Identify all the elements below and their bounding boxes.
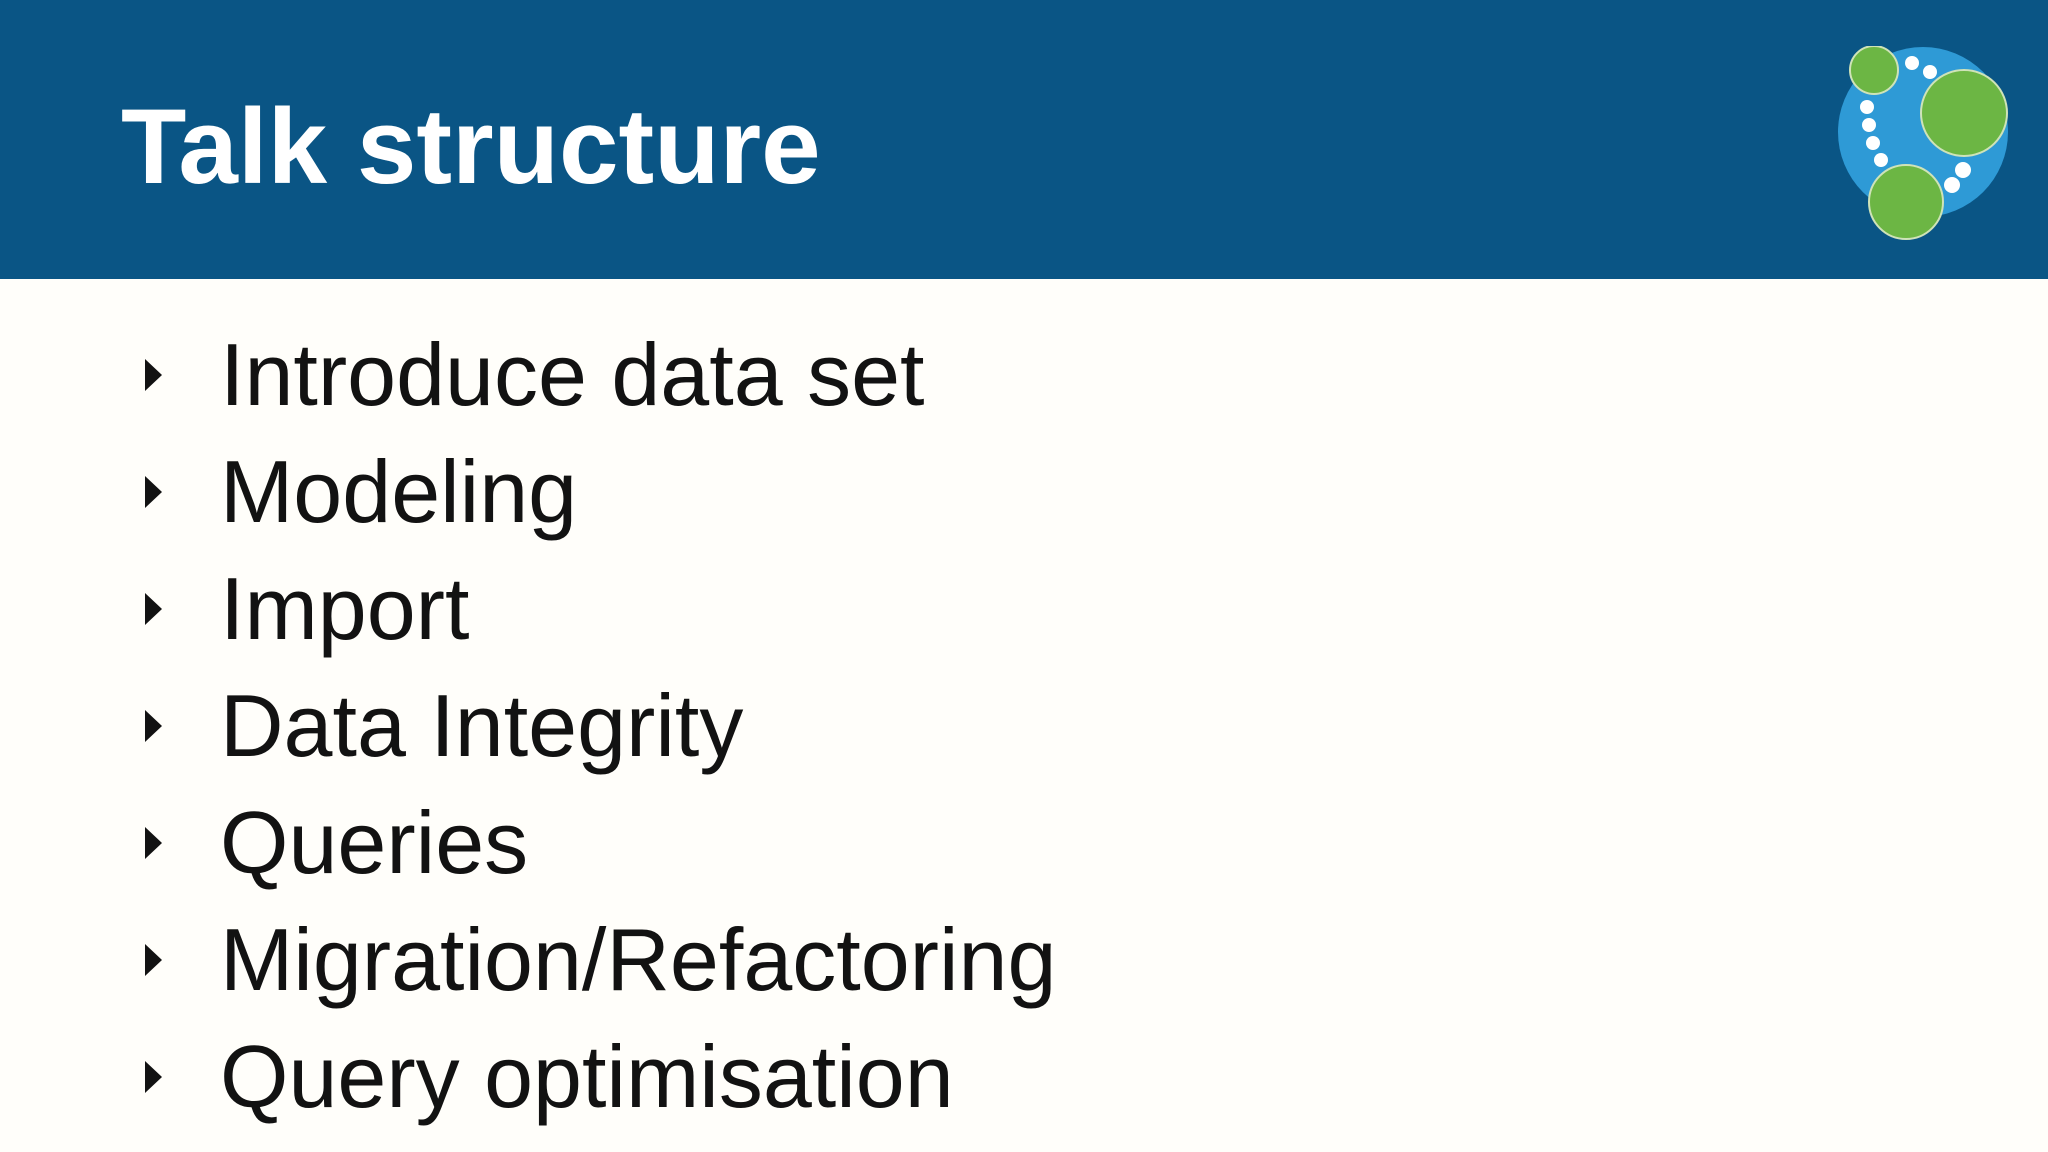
slide-title: Talk structure: [121, 86, 821, 206]
list-item: Import: [0, 550, 2048, 667]
list-item: Queries: [0, 784, 2048, 901]
bullet-arrow-icon: [145, 592, 162, 625]
bullet-text: Import: [220, 558, 470, 658]
list-item: Data Integrity: [0, 667, 2048, 784]
list-item: Migration/Refactoring: [0, 901, 2048, 1018]
bullet-text: Queries: [220, 792, 529, 892]
bullet-text: Introduce data set: [220, 324, 925, 424]
list-item: Modeling: [0, 433, 2048, 550]
bullet-arrow-icon: [145, 475, 162, 508]
list-item: Introduce data set: [0, 316, 2048, 433]
bullet-text: Migration/Refactoring: [220, 909, 1057, 1009]
slide-header: Talk structure: [0, 0, 2048, 279]
bullet-arrow-icon: [145, 1060, 162, 1093]
bullet-text: Data Integrity: [220, 675, 744, 775]
bullet-arrow-icon: [145, 826, 162, 859]
bullet-arrow-icon: [145, 709, 162, 742]
neo4j-logo-icon: [1838, 46, 2008, 240]
bullet-text: Query optimisation: [220, 1026, 954, 1126]
bullet-arrow-icon: [145, 943, 162, 976]
bullet-text: Modeling: [220, 441, 578, 541]
bullet-arrow-icon: [145, 358, 162, 391]
list-item: Query optimisation: [0, 1018, 2048, 1135]
bullet-list: Introduce data set Modeling Import Data …: [0, 316, 2048, 1135]
